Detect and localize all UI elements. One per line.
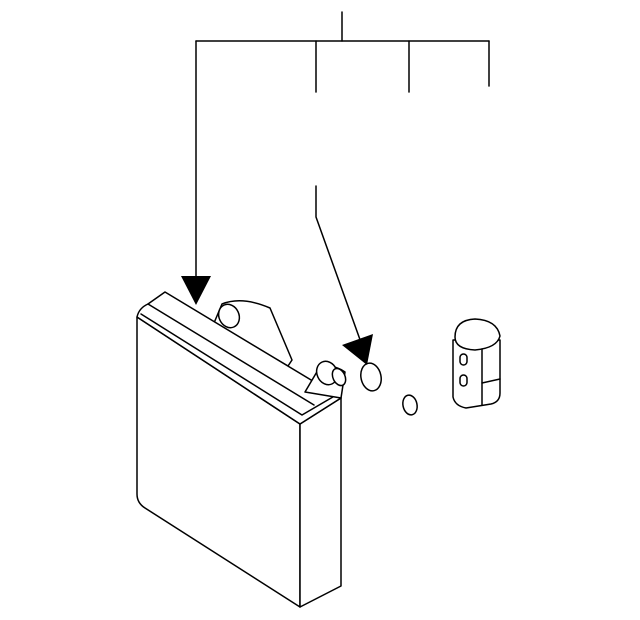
o-ring-large (360, 362, 382, 392)
valve-band (481, 378, 501, 384)
arrow-head-o-ring (342, 334, 373, 365)
expansion-valve (452, 318, 501, 409)
callout-leader-tree (181, 11, 490, 365)
arrow-head-evaporator (181, 276, 211, 305)
evaporator-front-face (136, 316, 301, 608)
o-ring-small (402, 394, 418, 416)
evaporator-side-face (299, 397, 342, 608)
valve-port-top (459, 353, 468, 366)
evaporator-core (136, 291, 347, 608)
evaporator-rim-inner (147, 303, 315, 406)
valve-port-bottom (459, 374, 468, 387)
evaporator-pipe-stub-rear (217, 303, 241, 329)
evaporator-rim-line (140, 313, 339, 416)
valve-cap (454, 318, 501, 351)
evaporator-pipe-end-front (331, 367, 347, 387)
leader-to-o-ring (315, 185, 364, 349)
